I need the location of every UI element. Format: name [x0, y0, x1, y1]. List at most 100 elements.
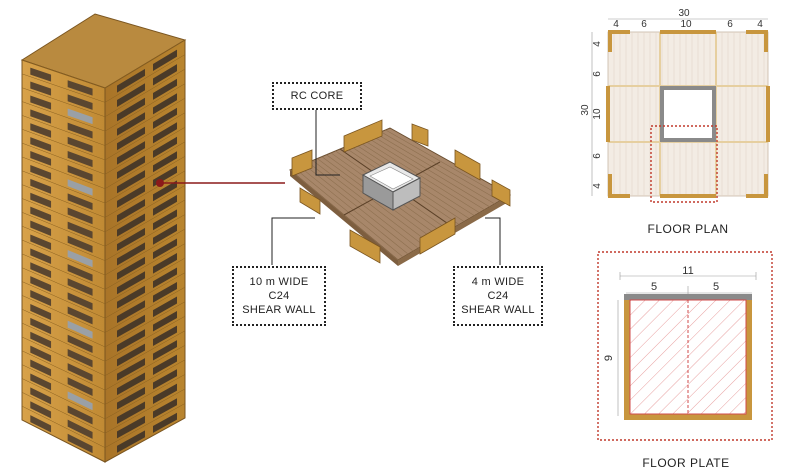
tower-window-opening — [153, 180, 177, 202]
callout-4m-shear-wall: 4 m WIDE C24 SHEAR WALL — [453, 266, 543, 326]
tower-window-opening — [117, 430, 145, 453]
tower-window-opening — [30, 164, 52, 180]
tower-floor-slab-edge — [21, 97, 186, 146]
tower-floor-slab-edge — [21, 156, 186, 204]
tower-window-opening — [117, 112, 145, 136]
tower-window-opening — [30, 401, 52, 419]
tower-window-opening — [117, 329, 145, 352]
tower-floor-slab-edge — [21, 185, 186, 233]
tower-window-opening — [153, 78, 177, 100]
callout-10m-shear-wall: 10 m WIDE C24 SHEAR WALL — [232, 266, 326, 326]
tower-window-opening — [117, 372, 145, 396]
tower-floor-slab-edge — [21, 257, 186, 305]
plan-dim-left-total: 30 — [580, 104, 591, 116]
tower-floor-slab-edge — [21, 112, 186, 161]
tower-window-opening — [117, 314, 145, 338]
tower-window-opening — [153, 223, 177, 245]
slab-hatch-line — [367, 137, 485, 211]
tower-window-opening — [67, 150, 93, 168]
tower-window-opening — [30, 248, 52, 265]
tower-window-opening — [67, 306, 93, 325]
tower-window-opening — [153, 296, 177, 318]
callout-rc-core-label: RC CORE — [290, 90, 344, 102]
tower-window-opening — [117, 68, 145, 93]
plan-dim-left-seg-4: 6 — [592, 153, 603, 159]
tower-floor-slab-edge — [21, 83, 186, 132]
tower-floor-slab-edge — [21, 199, 186, 247]
tower-window-opening — [67, 179, 93, 196]
plan-dim-top-seg-5: 4 — [757, 19, 763, 30]
tower-window-opening — [67, 249, 93, 268]
tower-window-opening — [117, 213, 145, 237]
floor-plate: 11 5 5 9 — [597, 251, 773, 441]
tower-floor-slab-edge — [21, 127, 186, 175]
tower-floor-slab-edge — [21, 54, 186, 103]
tower-floor-slab-edge — [21, 345, 186, 391]
plate-dim-seg-1: 5 — [651, 281, 657, 293]
tower-window-opening — [117, 300, 145, 324]
tower-window-opening — [67, 80, 93, 96]
tower-window-opening — [67, 391, 93, 411]
tower-window-opening — [67, 108, 93, 125]
tower-window-opening — [67, 193, 93, 210]
tower-floor-slab-edge — [21, 272, 186, 319]
tower-window-opening — [117, 141, 145, 165]
tower-window-opening — [67, 94, 93, 110]
callout-10m-line3: SHEAR WALL — [242, 304, 316, 316]
tower-window-opening — [117, 170, 145, 194]
tower-window-opening — [153, 209, 177, 231]
tower-window-opening — [117, 343, 145, 367]
slab-hatch-line — [362, 139, 480, 213]
tower-window-opening — [30, 303, 52, 321]
tower-floor-slab-edge — [21, 141, 186, 189]
tower-window-opening — [30, 206, 52, 222]
tower-floor-slab-edge — [21, 301, 186, 348]
callout-4m-line2: C24 — [487, 290, 509, 302]
tower-window-opening — [153, 49, 177, 71]
tower-window-opening — [67, 377, 93, 396]
tower-window-opening — [117, 126, 145, 151]
tower-window-opening — [67, 405, 93, 425]
tower-window-opening — [30, 81, 52, 96]
tower-window-opening — [67, 363, 93, 382]
tower-window-opening — [153, 354, 177, 375]
slab-hatch-line — [385, 129, 506, 199]
tower-window-opening — [30, 262, 52, 279]
tower-window-opening — [30, 67, 52, 82]
tower-window-opening — [153, 267, 177, 289]
tower-floor-slab-edge — [21, 374, 186, 420]
plan-dim-top-seg-1: 4 — [613, 19, 619, 30]
tower-window-opening — [67, 136, 93, 153]
tower-window-opening — [153, 107, 177, 129]
tower-window-opening — [153, 252, 177, 274]
tower-window-opening — [153, 151, 177, 173]
tower-window-opening — [67, 264, 93, 282]
floor-plate-caption: FLOOR PLATE — [642, 456, 730, 470]
tower-window-opening — [153, 238, 177, 260]
tower-window-opening — [30, 317, 52, 335]
tower-window-opening — [67, 278, 93, 296]
tower-window-opening — [117, 97, 145, 122]
callout-rc-core: RC CORE — [272, 82, 362, 110]
tower-floor-slab-edge — [21, 403, 186, 448]
tower-window-opening — [117, 358, 145, 381]
slab-hatch-line — [307, 162, 419, 249]
tower-window-opening — [117, 227, 145, 252]
tower-window-opening — [153, 325, 177, 347]
tower-floor-slab-edge — [21, 316, 186, 362]
tower-window-opening — [67, 122, 93, 139]
tower-window-opening — [117, 415, 145, 439]
slab-hatch-line — [376, 133, 495, 205]
tower-window-opening — [117, 155, 145, 180]
tower-window-opening — [153, 136, 177, 158]
tower-window-opening — [30, 220, 52, 236]
tower-window-opening — [30, 290, 52, 307]
slab-hatch-line — [380, 131, 500, 202]
tower-window-opening — [153, 383, 177, 404]
plate-dim-seg-2: 5 — [713, 281, 719, 293]
tower-floor-slab-edge — [21, 330, 186, 376]
tower-window-opening — [67, 165, 93, 182]
tower-window-opening — [30, 373, 52, 391]
tower-window-opening — [153, 282, 177, 303]
tower-window-opening — [67, 235, 93, 253]
